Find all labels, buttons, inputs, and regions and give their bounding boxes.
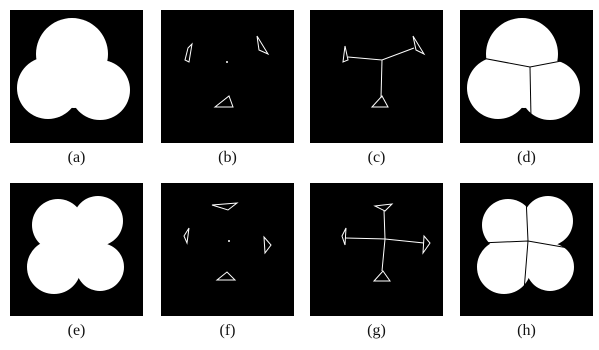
skeleton-endpoints xyxy=(183,202,272,281)
caption-d: (d) xyxy=(517,149,536,166)
panel-h-segmented-shape xyxy=(460,183,593,316)
caption-b: (b) xyxy=(218,149,237,166)
segmented-four-blob xyxy=(477,196,575,294)
four-branch-skeleton xyxy=(341,203,431,282)
caption-a: (a) xyxy=(67,149,86,166)
panel-c-skeleton-graph xyxy=(310,10,443,143)
caption-e: (e) xyxy=(67,322,86,339)
panel-e-four-blob-shape xyxy=(10,183,143,316)
caption-h: (h) xyxy=(517,322,536,339)
three-blob-shape xyxy=(17,18,130,120)
panel-f-skeleton-endpoints xyxy=(161,183,294,316)
panel-b-skeleton-endpoints xyxy=(161,10,294,143)
four-blob-shape xyxy=(27,196,124,294)
segmented-three-blob xyxy=(465,18,580,120)
panel-g-skeleton-graph xyxy=(310,183,443,316)
caption-f: (f) xyxy=(219,322,236,339)
caption-c: (c) xyxy=(367,149,386,166)
caption-g: (g) xyxy=(367,322,386,339)
panel-a-three-blob-shape xyxy=(10,10,143,143)
three-branch-skeleton xyxy=(342,35,426,108)
skeleton-endpoints xyxy=(184,35,270,108)
panel-d-segmented-shape xyxy=(460,10,593,143)
